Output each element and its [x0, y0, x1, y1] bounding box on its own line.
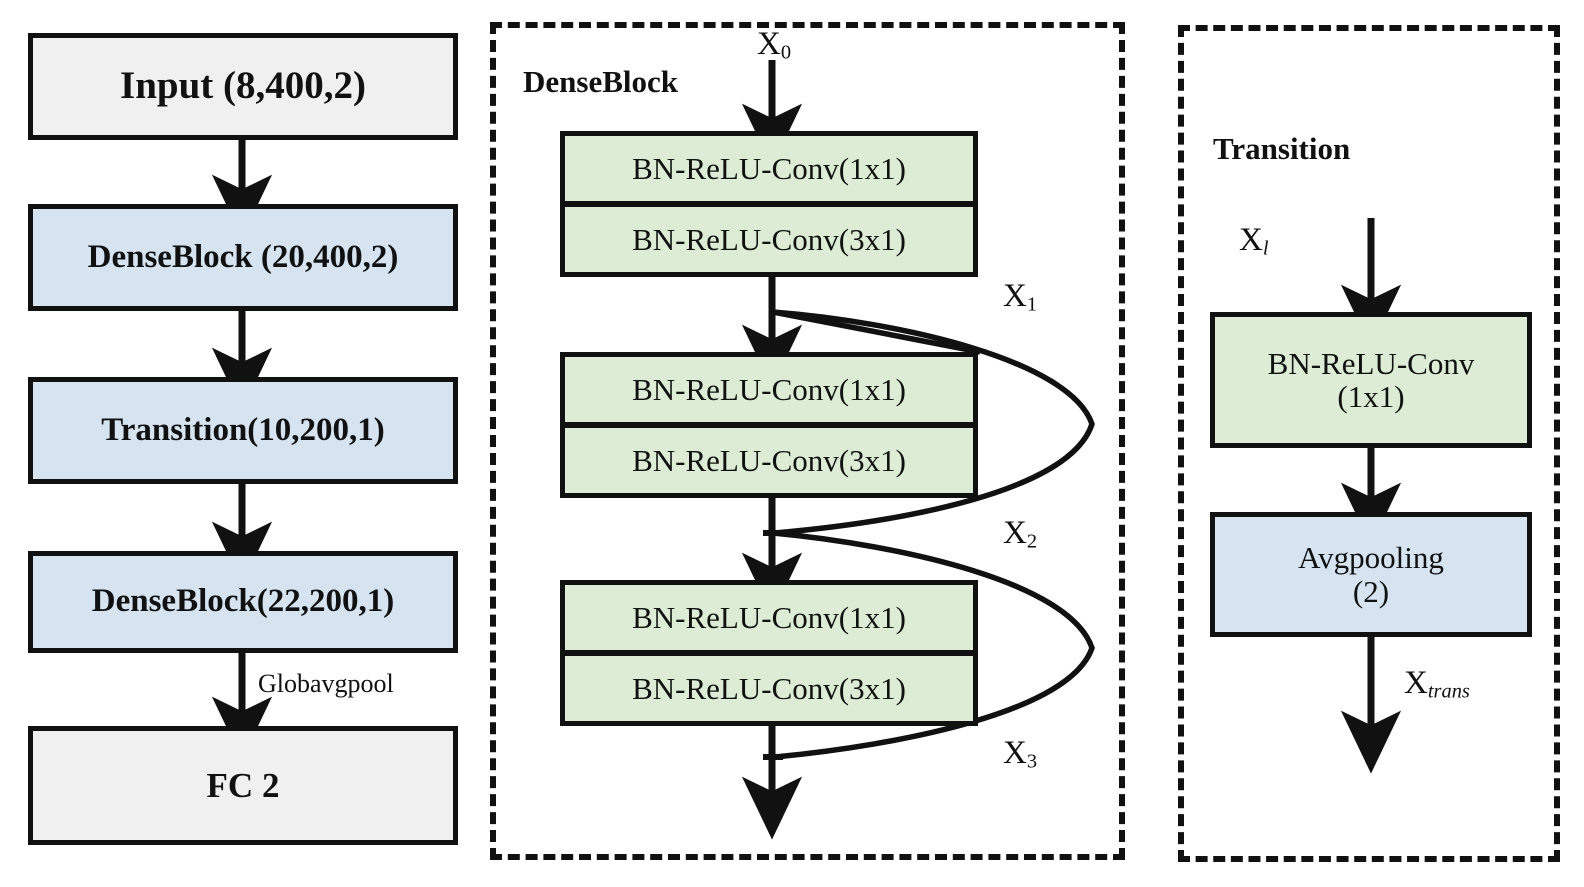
transition-input-label: Xl [1239, 222, 1269, 261]
node-fc-label: FC 2 [206, 765, 280, 805]
denseblock-layer-1-conv3x1-label: BN-ReLU-Conv(3x1) [632, 221, 906, 257]
skip-label-x3-base: X [1003, 735, 1027, 771]
denseblock-input-label-base: X [757, 26, 781, 62]
denseblock-layer-2-conv3x1[interactable]: BN-ReLU-Conv(3x1) [560, 425, 978, 498]
transition-node-avgpool[interactable]: Avgpooling (2) [1210, 512, 1532, 637]
denseblock-layer-3-conv3x1[interactable]: BN-ReLU-Conv(3x1) [560, 653, 978, 726]
denseblock-input-label-sub: 0 [780, 41, 792, 64]
denseblock-input-label: X0 [757, 26, 791, 65]
denseblock-layer-3-conv1x1-label: BN-ReLU-Conv(1x1) [632, 599, 906, 635]
denseblock-layer-2-conv1x1[interactable]: BN-ReLU-Conv(1x1) [560, 352, 978, 425]
denseblock-layer-1-conv1x1[interactable]: BN-ReLU-Conv(1x1) [560, 131, 978, 204]
skip-label-x1: X1 [1003, 278, 1037, 317]
denseblock-panel-title: DenseBlock [523, 64, 678, 99]
node-transition-label: Transition(10,200,1) [101, 411, 385, 448]
skip-label-x2-base: X [1003, 515, 1027, 551]
transition-output-label: Xtrans [1404, 665, 1470, 704]
transition-panel-border [1178, 25, 1560, 862]
skip-label-x2-sub: 2 [1026, 530, 1038, 553]
transition-node-conv[interactable]: BN-ReLU-Conv (1x1) [1210, 312, 1532, 448]
node-input[interactable]: Input (8,400,2) [28, 33, 458, 140]
skip-label-x2: X2 [1003, 515, 1037, 554]
denseblock-panel-border [490, 22, 1125, 860]
transition-node-avgpool-label: Avgpooling (2) [1298, 540, 1444, 609]
denseblock-layer-3-conv3x1-label: BN-ReLU-Conv(3x1) [632, 670, 906, 706]
node-input-label: Input (8,400,2) [120, 64, 366, 108]
node-denseblock-2[interactable]: DenseBlock(22,200,1) [28, 551, 458, 653]
denseblock-layer-3-conv1x1[interactable]: BN-ReLU-Conv(1x1) [560, 580, 978, 653]
edge-label-globavgpool: Globavgpool [258, 669, 394, 698]
transition-output-label-base: X [1404, 665, 1428, 701]
node-transition[interactable]: Transition(10,200,1) [28, 377, 458, 484]
transition-node-conv-label: BN-ReLU-Conv (1x1) [1267, 345, 1475, 414]
skip-label-x1-sub: 1 [1026, 293, 1038, 316]
denseblock-layer-2-conv1x1-label: BN-ReLU-Conv(1x1) [632, 371, 906, 407]
transition-input-label-sub: l [1262, 237, 1269, 260]
skip-label-x1-base: X [1003, 278, 1027, 314]
skip-label-x3-sub: 3 [1026, 750, 1038, 773]
node-denseblock-1-label: DenseBlock (20,400,2) [87, 238, 399, 275]
node-denseblock-1[interactable]: DenseBlock (20,400,2) [28, 204, 458, 311]
denseblock-layer-2-conv3x1-label: BN-ReLU-Conv(3x1) [632, 442, 906, 478]
denseblock-layer-1-conv3x1[interactable]: BN-ReLU-Conv(3x1) [560, 204, 978, 277]
transition-input-label-base: X [1239, 222, 1263, 258]
transition-output-label-sub: trans [1427, 680, 1470, 703]
node-fc[interactable]: FC 2 [28, 726, 458, 845]
skip-label-x3: X3 [1003, 735, 1037, 774]
transition-panel-title: Transition [1213, 131, 1351, 166]
node-denseblock-2-label: DenseBlock(22,200,1) [91, 583, 395, 620]
denseblock-layer-1-conv1x1-label: BN-ReLU-Conv(1x1) [632, 150, 906, 186]
